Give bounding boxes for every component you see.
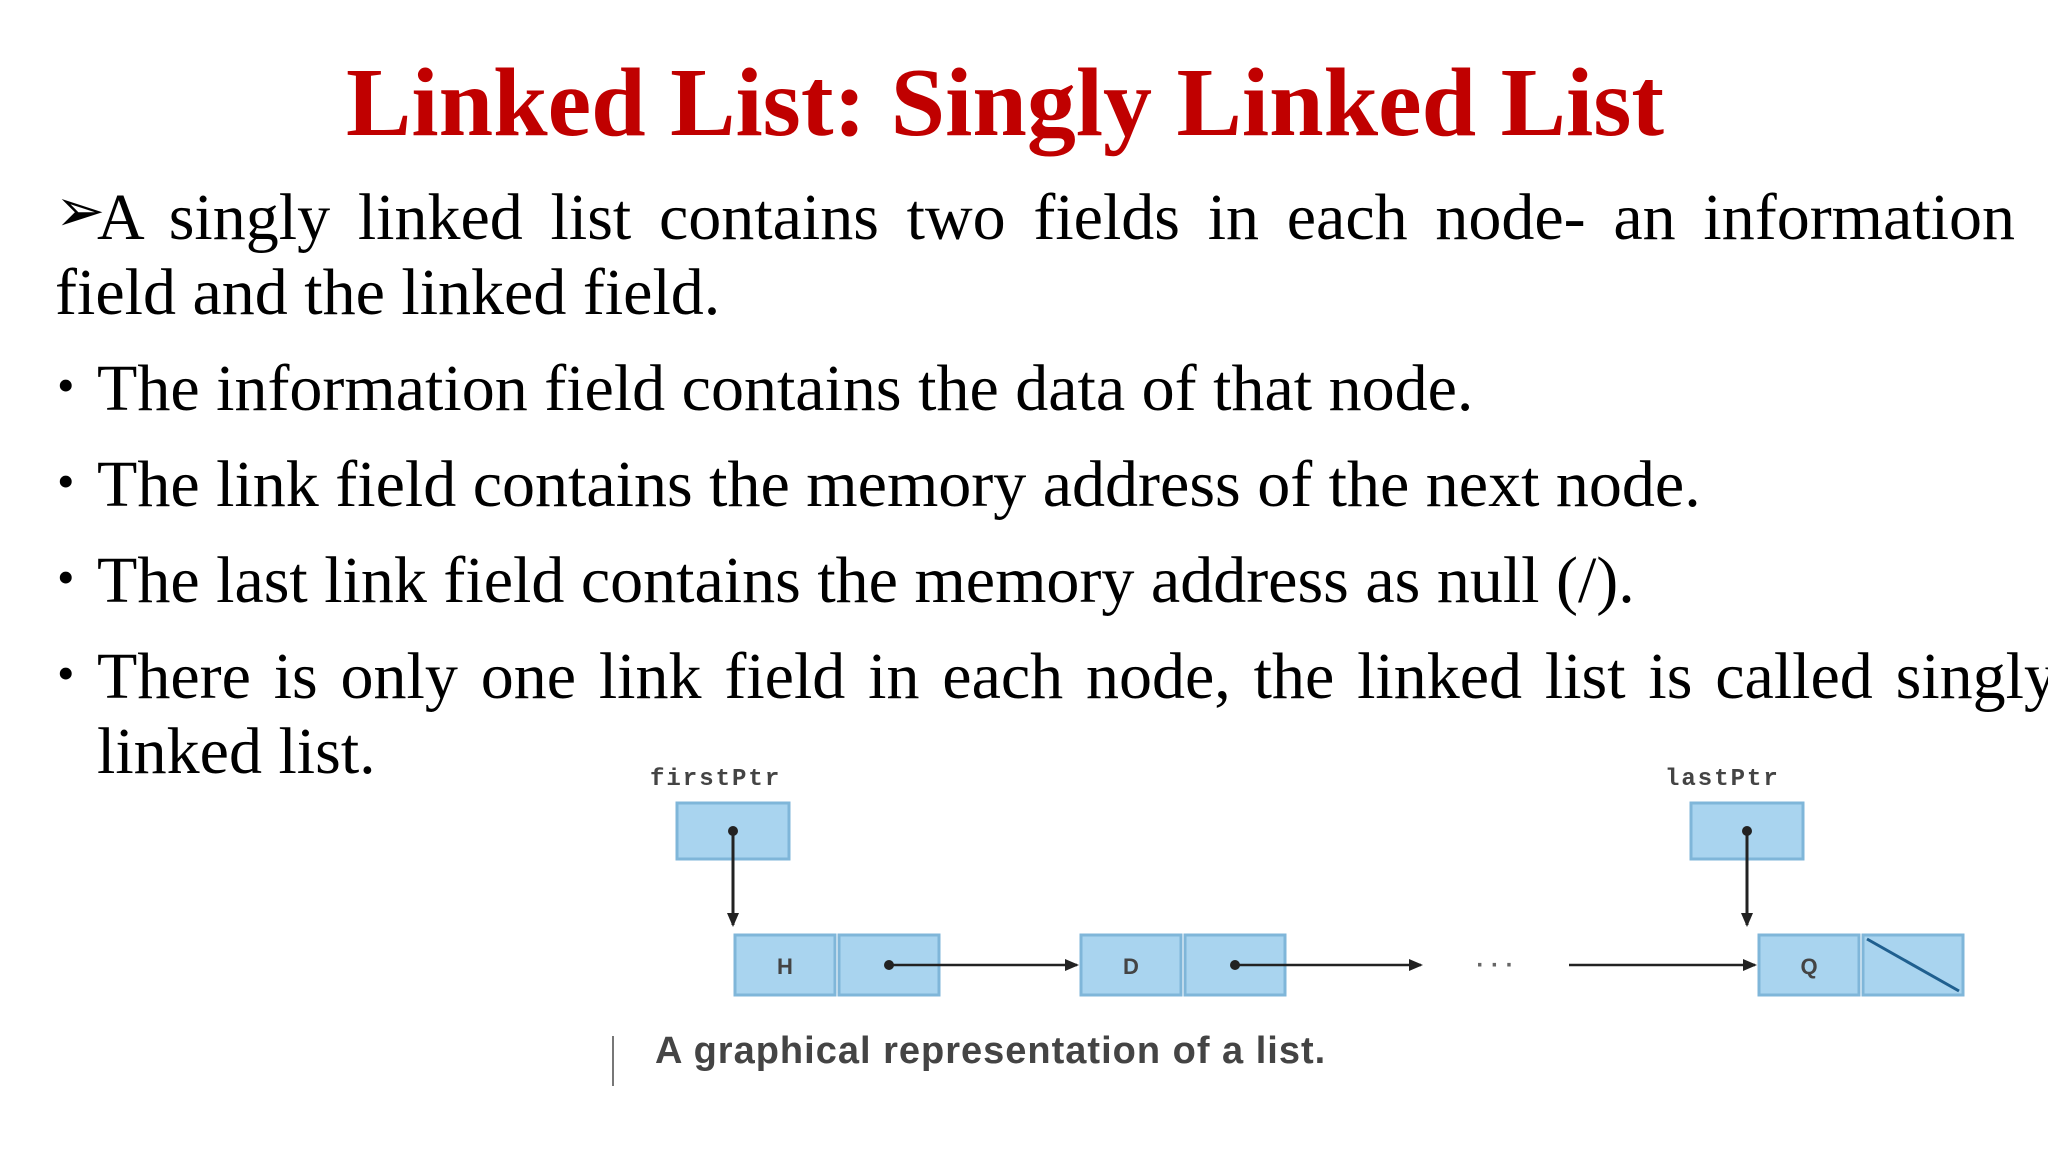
linked-list-diagram: firstPtr lastPtr H D [615, 755, 2020, 1100]
arrowhead-bullet-icon: ➢ [55, 178, 106, 244]
list-node: Q [1757, 933, 1965, 997]
ellipsis-label: · · · [1476, 952, 1513, 979]
dot-bullet-icon: • [57, 453, 75, 509]
linked-list-svg: firstPtr lastPtr H D [650, 766, 1965, 997]
list-node: D [1079, 933, 1423, 997]
bullet-item-4: • The last link field contains the memor… [55, 543, 2015, 618]
bullet-text-4: The last link field contains the memory … [97, 544, 1635, 617]
null-link-slash-icon [1866, 937, 1960, 993]
bullet-text-1: A singly linked list contains two fields… [55, 181, 2015, 329]
node-data-label: D [1123, 954, 1139, 979]
bullet-text-5: There is only one link field in each nod… [97, 640, 2048, 788]
list-node: H [733, 933, 1079, 997]
bullet-item-5: • There is only one link field in each n… [55, 639, 2048, 789]
node-data-label: H [777, 954, 793, 979]
bullet-text-3: The link field contains the memory addre… [97, 448, 1701, 521]
bullet-list: ➢ A singly linked list contains two fiel… [55, 178, 2048, 810]
last-pointer-label: lastPtr [1665, 766, 1780, 793]
first-pointer-label: firstPtr [650, 766, 781, 793]
bullet-item-1: ➢ A singly linked list contains two fiel… [55, 178, 2015, 330]
node-data-field [1757, 933, 1861, 997]
bullet-item-3: • The link field contains the memory add… [55, 447, 2015, 522]
dot-bullet-icon: • [57, 549, 75, 605]
bullet-item-2: • The information field contains the dat… [55, 351, 2015, 426]
bullet-text-2: The information field contains the data … [97, 352, 1474, 425]
caption-divider [612, 1036, 614, 1086]
node-data-label: Q [1800, 954, 1817, 979]
node-data-field [1079, 933, 1183, 997]
dot-bullet-icon: • [57, 357, 75, 413]
node-data-field [733, 933, 837, 997]
diagram-caption: A graphical representation of a list. [655, 1030, 1327, 1072]
slide-title: Linked List: Singly Linked List [345, 49, 1665, 157]
dot-bullet-icon: • [57, 645, 75, 701]
